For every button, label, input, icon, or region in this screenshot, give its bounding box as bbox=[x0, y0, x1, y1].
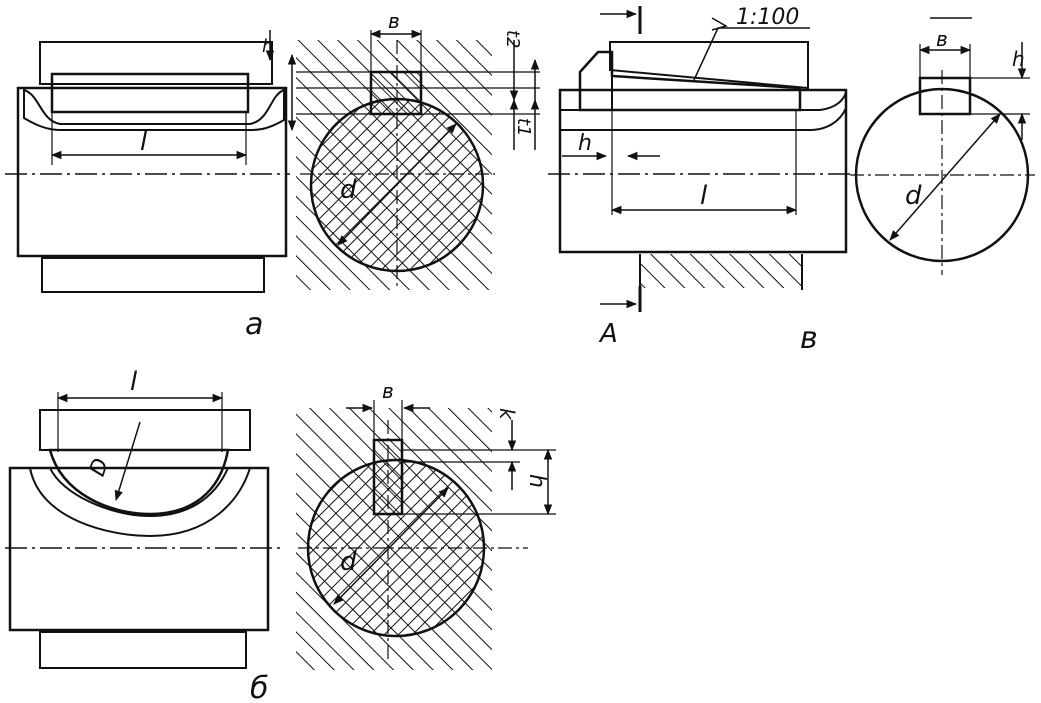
hub-top-v bbox=[609, 41, 809, 90]
label-section-a: A bbox=[598, 319, 618, 349]
segment-slot-b bbox=[28, 467, 252, 538]
hub-bottom-b bbox=[39, 631, 247, 669]
figure-v: A 1:100 h l d в h в bbox=[548, 5, 1035, 356]
dim-line-d-v bbox=[889, 113, 1001, 241]
label-h-v: h bbox=[1012, 47, 1025, 71]
label-d-v: d bbox=[905, 181, 922, 211]
shaft-v bbox=[558, 88, 848, 254]
figure-a: l d в h t2 t1 а bbox=[5, 9, 540, 342]
dim-line-r-b bbox=[114, 421, 141, 502]
key-section-v bbox=[918, 76, 972, 116]
label-h-a: h bbox=[262, 36, 273, 57]
segment-key-b bbox=[48, 448, 230, 516]
key-slot-v bbox=[559, 91, 847, 131]
label-r-b: D bbox=[85, 455, 114, 479]
hub-bottom-v bbox=[640, 254, 802, 288]
label-t1-a: t1 bbox=[513, 118, 534, 137]
figure-b: l D d в k h б bbox=[5, 367, 556, 703]
label-h-left-v: h bbox=[578, 131, 592, 156]
caption-v: в bbox=[800, 321, 818, 356]
key-a bbox=[50, 72, 250, 114]
dim-line-d-b bbox=[333, 487, 449, 605]
shaft-b bbox=[8, 466, 270, 632]
key-slot-a bbox=[23, 88, 285, 131]
hub-top-b bbox=[39, 409, 251, 451]
label-b-b: в bbox=[382, 379, 394, 403]
label-b-v: в bbox=[936, 27, 948, 51]
label-taper: 1:100 bbox=[736, 5, 799, 30]
shaft-a bbox=[16, 86, 288, 258]
label-l-a: l bbox=[140, 127, 148, 157]
taper-symbol bbox=[711, 17, 728, 31]
key-section-hatch-a bbox=[371, 72, 421, 114]
caption-b: б bbox=[250, 671, 269, 703]
label-k-b: k bbox=[495, 408, 519, 421]
taper-leader bbox=[693, 27, 719, 81]
hub-bottom-a bbox=[41, 257, 265, 293]
label-d-b: d bbox=[340, 547, 357, 577]
label-h-b: h bbox=[524, 474, 549, 488]
dim-line-d-a bbox=[337, 123, 457, 246]
label-l-b: l bbox=[130, 367, 138, 397]
label-l-v: l bbox=[700, 181, 708, 211]
label-d-a: d bbox=[340, 175, 357, 205]
label-b-a: в bbox=[388, 9, 400, 33]
label-t2-a: t2 bbox=[502, 30, 523, 49]
caption-a: а bbox=[245, 307, 263, 342]
gib-key-v bbox=[578, 50, 802, 112]
hub-top-a bbox=[39, 41, 273, 85]
